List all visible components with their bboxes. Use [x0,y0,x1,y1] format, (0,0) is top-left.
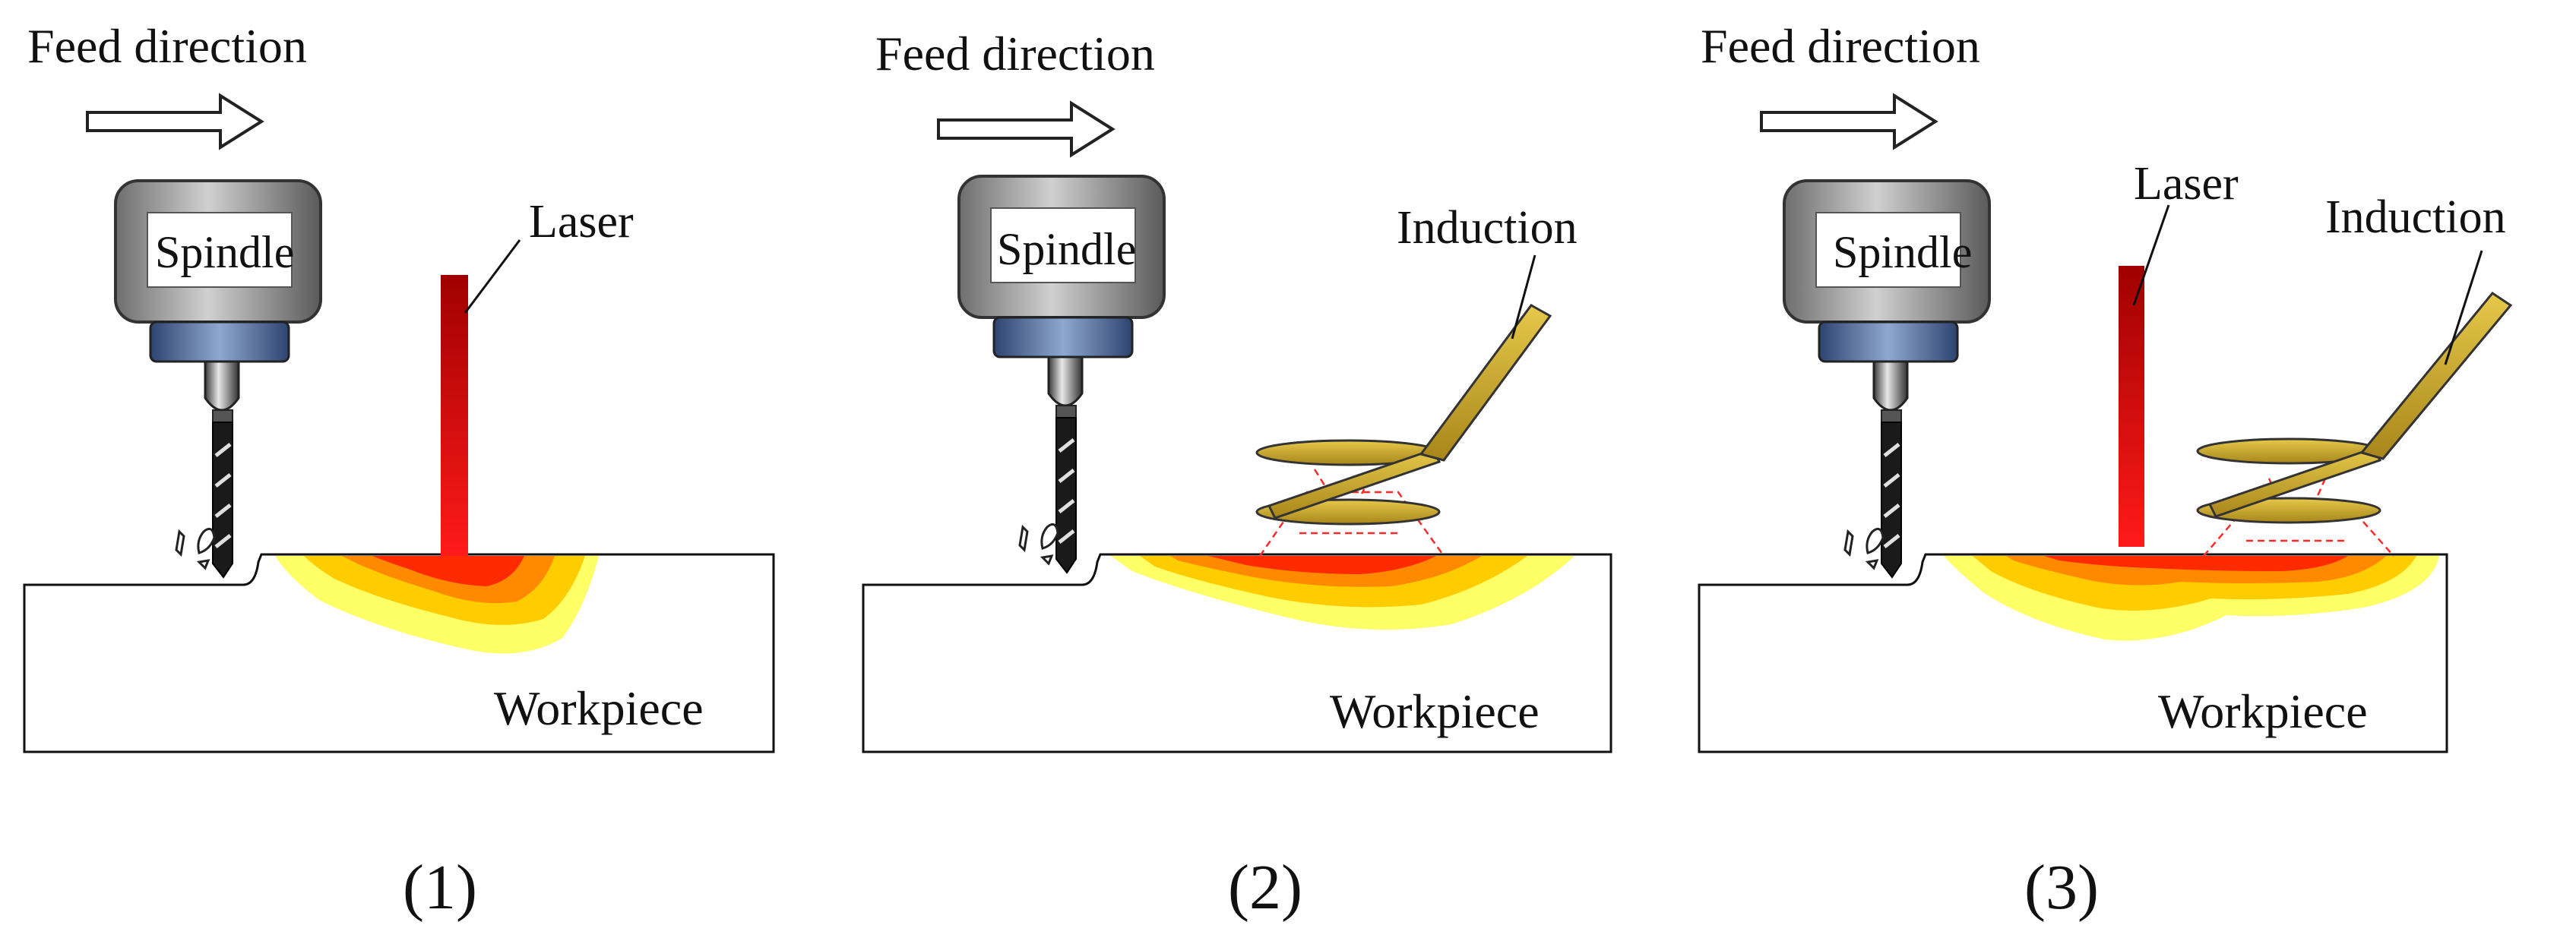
feed-arrow-icon [937,100,1116,158]
feed-direction-label: Feed direction [27,19,307,73]
spindle-label: Spindle [997,224,1136,274]
feed-direction-label: Feed direction [1701,19,1980,73]
induction-label: Induction [2325,191,2506,243]
combined-heat-zone [1944,556,2439,641]
induction-lead [2359,291,2513,460]
induction-label: Induction [1397,202,1578,254]
feed-arrow-icon [1760,93,1938,150]
spindle-label: Spindle [1833,227,1972,277]
workpiece-label: Workpiece [2158,684,2368,738]
induction-lead [1419,304,1552,462]
laser-beam [2119,266,2144,547]
induction-coil-icon [2196,437,2381,524]
feed-arrow-icon [86,93,264,150]
workpiece-label: Workpiece [1330,684,1540,738]
panel-3: Feed direction Spindle Laser Induction W… [1698,19,2513,923]
laser-beam [441,275,468,556]
induction-heat-zone [1111,556,1574,630]
feed-direction-label: Feed direction [875,27,1155,81]
panel-1: Feed direction Spindle Laser Workpiece (… [23,19,775,923]
laser-heat-zone [275,556,599,654]
induction-coil-icon [1255,439,1441,526]
panel-caption: (2) [1228,852,1302,923]
laser-label: Laser [2134,158,2239,210]
panel-caption: (1) [403,852,477,923]
panel-2: Feed direction Spindle Induction Workpie… [862,27,1612,923]
workpiece [23,553,775,753]
laser-label: Laser [529,196,634,248]
panel-caption: (3) [2024,852,2099,923]
spindle-label: Spindle [155,227,294,277]
workpiece-label: Workpiece [494,681,704,735]
